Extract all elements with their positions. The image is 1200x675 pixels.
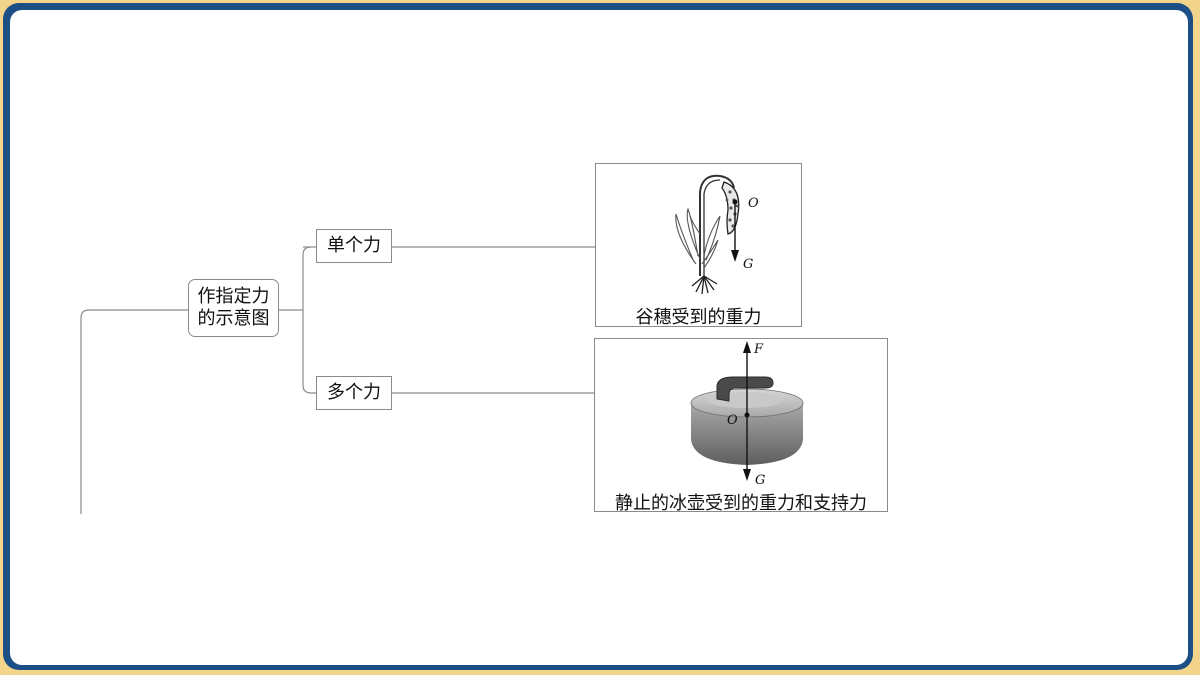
slide-canvas: [10, 10, 1188, 665]
force-label-g: G: [743, 257, 753, 272]
curling-stone-figure: F O G: [690, 341, 804, 488]
root-node: 作指定力的示意图: [188, 279, 279, 337]
example-panel-curling-stone: F O G 静止的冰壶受到的重力和支持力: [594, 338, 888, 514]
caption-curling-stone: 静止的冰壶受到的重力和支持力: [615, 493, 867, 514]
action-point: [744, 412, 750, 418]
branch-node-single-force: 单个力: [316, 229, 392, 263]
stem-drawing: [699, 174, 735, 276]
stone-handle-drawing: [716, 376, 774, 402]
point-label-o: O: [727, 413, 738, 428]
example-panel-rice-ear: O G 谷穗受到的重力: [595, 163, 802, 328]
branch-label-single: 单个力: [327, 235, 381, 256]
rice-ear-figure: O G: [675, 174, 759, 295]
caption-rice-ear: 谷穗受到的重力: [635, 307, 762, 328]
force-label-f: F: [753, 342, 764, 357]
gravity-arrow: [731, 199, 739, 262]
branch-node-multiple-forces: 多个力: [316, 376, 392, 410]
root-node-label: 作指定力的示意图: [197, 286, 270, 329]
branch-label-multiple: 多个力: [327, 382, 381, 403]
force-label-g: G: [755, 473, 765, 488]
point-label-o: O: [748, 196, 759, 211]
branch-bracket-line: [302, 246, 316, 394]
root-trunk-line: [80, 309, 188, 514]
roots-drawing: [691, 275, 718, 295]
support-force-arrow: [743, 341, 751, 415]
leaves-drawing: [675, 207, 721, 269]
gravity-arrow: [743, 415, 751, 481]
